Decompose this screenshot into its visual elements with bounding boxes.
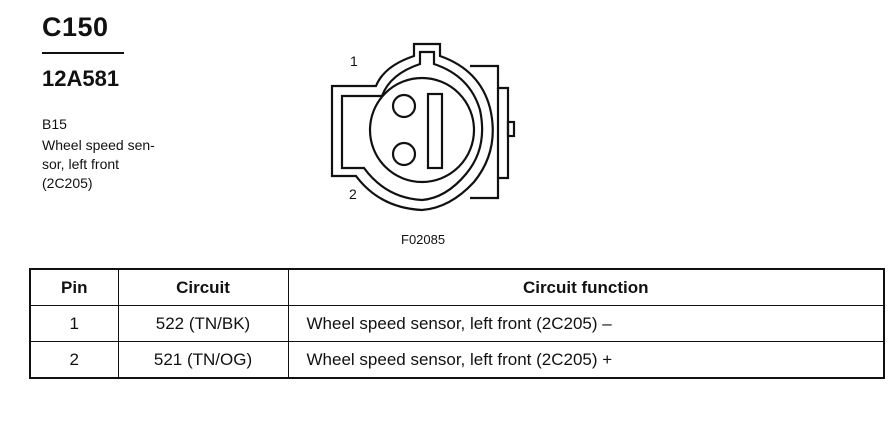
pin-label-2: 2 [349,186,357,202]
description-line: sor, left front [42,156,120,172]
component-description: Wheel speed sen- sor, left front (2C205) [42,136,192,193]
title-underline [42,52,124,54]
pin-cell: 2 [29,341,119,379]
connector-face-drawing [330,42,516,212]
table-row: 2 521 (TN/OG) Wheel speed sensor, left f… [29,341,885,379]
circuit-function-cell: Wheel speed sensor, left front (2C205) + [287,341,885,379]
description-line: Wheel speed sen- [42,137,155,153]
part-number: 12A581 [42,66,120,91]
figure-code: F02085 [401,232,446,247]
circuit-function-cell: Wheel speed sensor, left front (2C205) – [287,305,885,342]
table-header-row: Pin Circuit Circuit function [29,268,885,306]
table-row: 1 522 (TN/BK) Wheel speed sensor, left f… [29,305,885,342]
pin-cell: 1 [29,305,119,342]
connector-id: C150 [42,12,109,42]
pin-label-1: 1 [350,53,358,69]
description-line: (2C205) [42,175,93,191]
location-code: B15 [42,116,67,132]
column-header-circuit: Circuit [117,268,289,306]
column-header-circuit-function: Circuit function [287,268,885,306]
circuit-cell: 522 (TN/BK) [117,305,289,342]
circuit-cell: 521 (TN/OG) [117,341,289,379]
column-header-pin: Pin [29,268,119,306]
pinout-table: Pin Circuit Circuit function 1 522 (TN/B… [29,268,885,379]
